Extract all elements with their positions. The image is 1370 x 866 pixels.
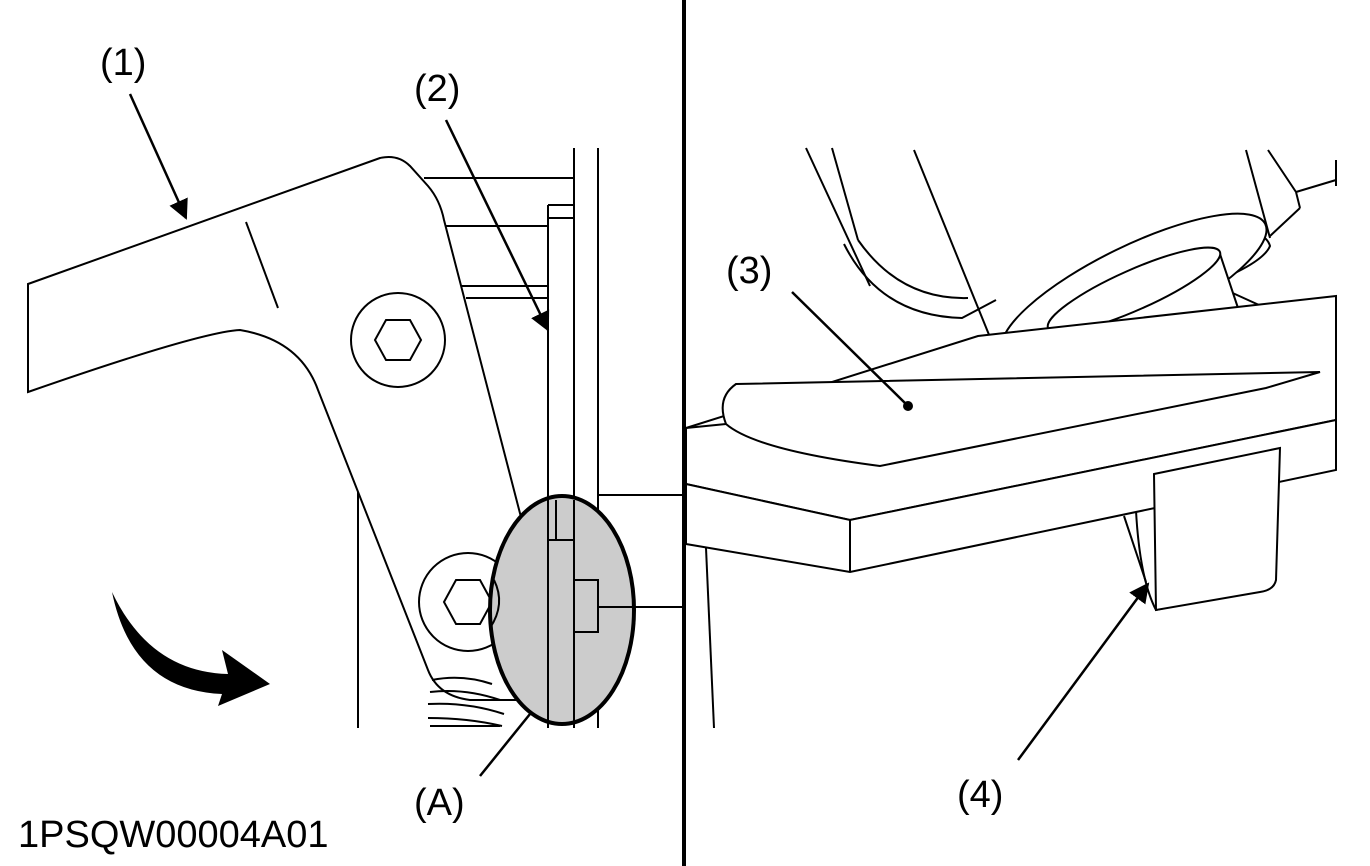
figure-code: 1PSQW00004A01 [18,814,329,856]
callout-1: (1) [100,42,147,84]
lever-arm [28,157,560,700]
leader-4 [1018,582,1150,760]
pin-bottom-part [1124,448,1280,610]
leader-lines [130,94,1150,776]
leader-3 [792,292,906,404]
hex-socket-bolt-upper-icon [351,293,445,387]
plate-part [686,296,1336,572]
leader-3-dot [903,401,913,411]
curved-arrow-clockwise-icon [112,592,270,706]
callout-2: (2) [414,68,461,110]
highlight-zone-a [490,496,634,724]
callout-3: (3) [726,250,773,292]
callout-4: (4) [957,774,1004,816]
callout-a: (A) [414,782,465,824]
leader-a [480,714,530,776]
leader-1 [130,94,188,220]
spring-coil [428,678,504,726]
leader-2 [446,120,550,332]
